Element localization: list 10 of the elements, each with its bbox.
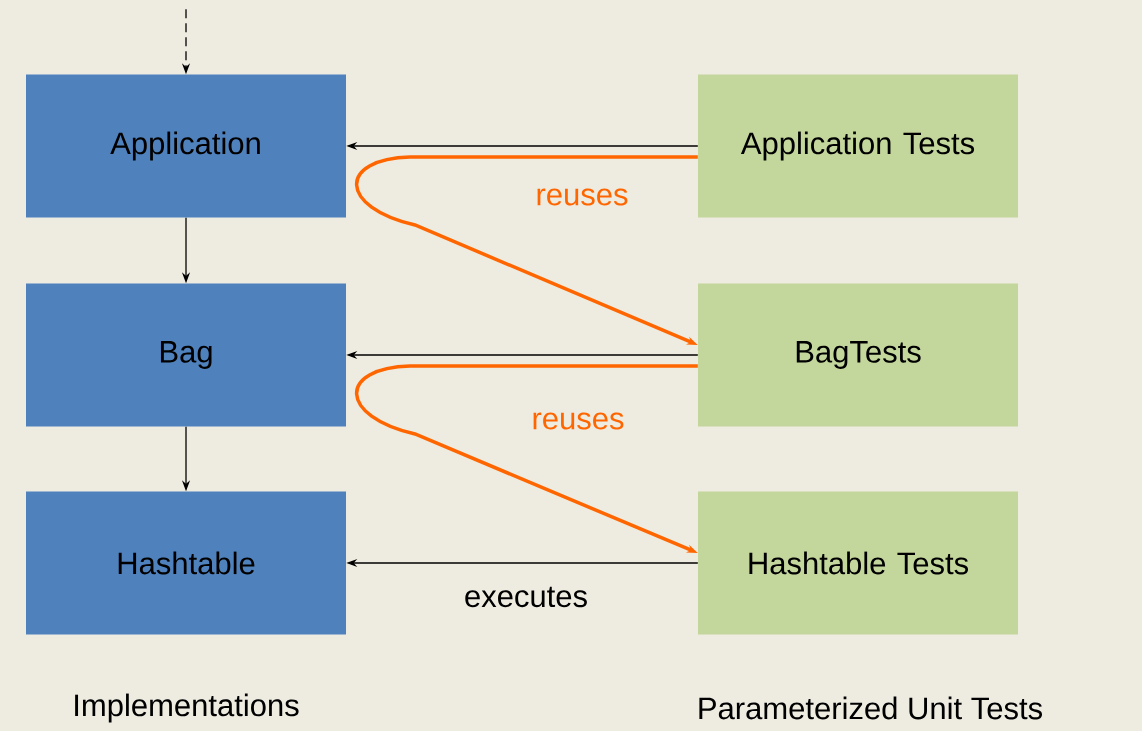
column-label: Implementations — [75, 693, 299, 723]
box: Application — [26, 74, 346, 218]
box: Hashtable — [26, 491, 346, 635]
box: Bag — [26, 283, 346, 427]
box: Application Tests — [698, 74, 1018, 218]
column-label: Parameterized Unit Tests — [699, 696, 1042, 720]
arrow — [355, 364, 698, 553]
box: Hashtable Tests — [698, 491, 1018, 635]
arrow — [355, 155, 698, 345]
box: BagTests — [698, 283, 1018, 427]
